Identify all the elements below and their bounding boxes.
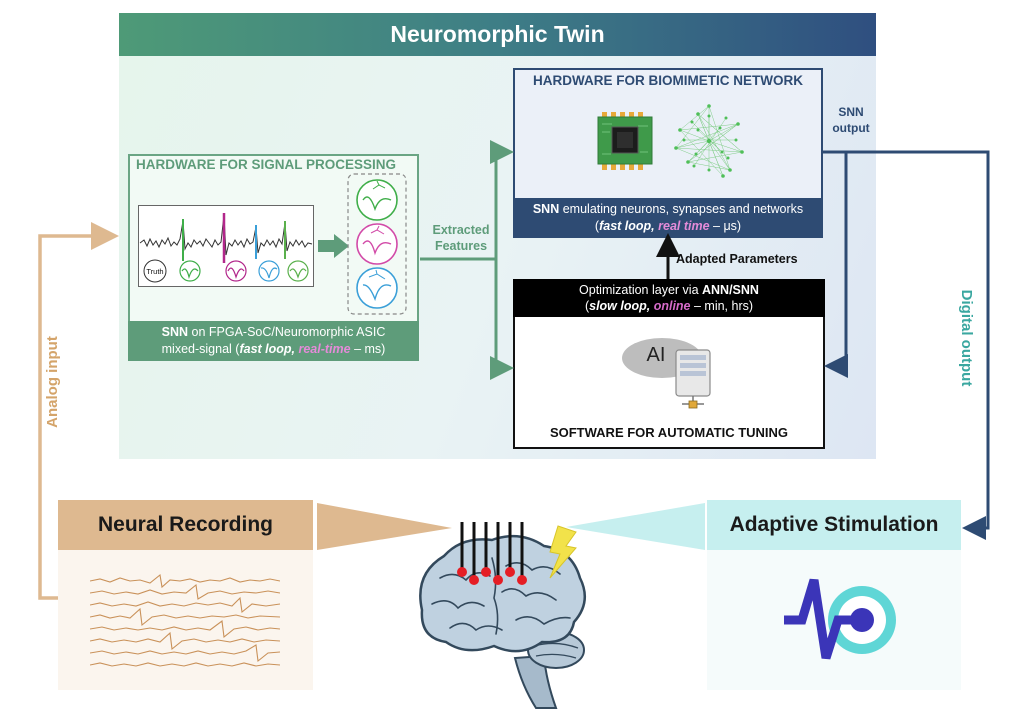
hw-footer-real-time: real time: [654, 219, 710, 233]
chip-icon: [597, 112, 653, 170]
truth-circle: [143, 259, 167, 283]
truth-label: Truth: [146, 267, 163, 276]
snn-output-to-software-arrow: [823, 150, 848, 378]
features-to-software-arrow: [490, 259, 514, 380]
snn-output-line2: output: [832, 121, 870, 135]
biomimetic-title: HARDWARE FOR BIOMIMETIC NETWORK: [533, 73, 803, 88]
stim-pulse-wave: [784, 578, 862, 660]
electrode-tips: [457, 567, 527, 585]
digital-output-arrow: [846, 150, 990, 540]
signal-processing-title: HARDWARE FOR SIGNAL PROCESSING: [136, 157, 397, 172]
adapted-parameters-label: Adapted Parameters: [676, 252, 798, 266]
ai-label: AI: [646, 344, 666, 366]
sp-footer-line2-post: – ms): [350, 342, 386, 356]
sp-footer-line2-pre: mixed-signal (: [161, 342, 240, 356]
neuron-icon-blue: [356, 267, 398, 309]
optimization-layer: Optimization layer via ANN/SNN (slow loo…: [513, 279, 825, 317]
ai-server-icon: [622, 338, 711, 409]
stimulation-icon: [784, 578, 896, 660]
opt-slow-loop: slow loop,: [589, 299, 651, 313]
opt-line2-post: – min, hrs): [690, 299, 754, 313]
neuron-classes-frame: [347, 173, 407, 315]
hw-footer-line1: emulating neurons, synapses and networks: [559, 202, 804, 216]
recording-traces: [90, 573, 280, 667]
analog-input-arrow: [38, 222, 119, 600]
opt-line2-pre: (: [584, 299, 590, 313]
processing-arrow: [318, 234, 349, 258]
neuron-classes-panel: [347, 173, 407, 315]
twin-title: Neuromorphic Twin: [119, 13, 876, 56]
snn-output-line1: SNN: [838, 105, 864, 119]
lightning-bolt-icon: [549, 525, 577, 579]
recording-funnel: [317, 503, 452, 550]
adaptive-stimulation-title: Adaptive Stimulation: [707, 500, 961, 550]
waveform-thumbs: [179, 260, 309, 282]
raw-signal-panel: Truth: [138, 205, 314, 287]
neural-recording-title: Neural Recording: [58, 500, 313, 550]
signal-processing-footer: SNN on FPGA-SoC/Neuromorphic ASIC mixed-…: [128, 321, 419, 361]
software-title: SOFTWARE FOR AUTOMATIC TUNING: [549, 425, 789, 440]
extracted-features-label: Extracted Features: [422, 222, 500, 254]
extracted-line1: Extracted: [432, 223, 490, 237]
stimulation-funnel: [566, 503, 705, 550]
hw-footer-bold: SNN: [532, 202, 560, 216]
raw-signal-trace: [139, 214, 313, 256]
neuron-icon-magenta: [356, 223, 398, 265]
waveform-thumb-magenta: [225, 260, 247, 282]
waveform-thumb-green: [179, 260, 201, 282]
extracted-line2: Features: [434, 239, 488, 253]
snn-output-label: SNN output: [826, 104, 876, 136]
hw-footer-post: – μs): [709, 219, 742, 233]
hw-footer-pre: (: [594, 219, 600, 233]
opt-line1-bold: ANN/SNN: [702, 283, 759, 297]
hw-footer-fast-loop: fast loop,: [599, 219, 655, 233]
brain-illustration: [419, 522, 587, 709]
sp-footer-line1: on FPGA-SoC/Neuromorphic ASIC: [188, 325, 386, 339]
waveform-thumb-green-2: [287, 260, 309, 282]
sp-footer-real-time: real-time: [295, 342, 351, 356]
biomimetic-footer: SNN emulating neurons, synapses and netw…: [513, 198, 823, 238]
waveform-thumb-blue: [258, 260, 280, 282]
neuron-icon-green: [356, 179, 398, 221]
neural-recording-panel: [58, 550, 313, 690]
electrode-array: [460, 522, 524, 578]
sp-footer-fast-loop: fast loop,: [239, 342, 296, 356]
features-to-biomimetic-arrow: [420, 140, 514, 261]
network-graph-icon: [674, 104, 744, 178]
opt-line1-pre: Optimization layer via: [579, 283, 702, 297]
opt-online: online: [650, 299, 691, 313]
sp-footer-bold: SNN: [161, 325, 189, 339]
